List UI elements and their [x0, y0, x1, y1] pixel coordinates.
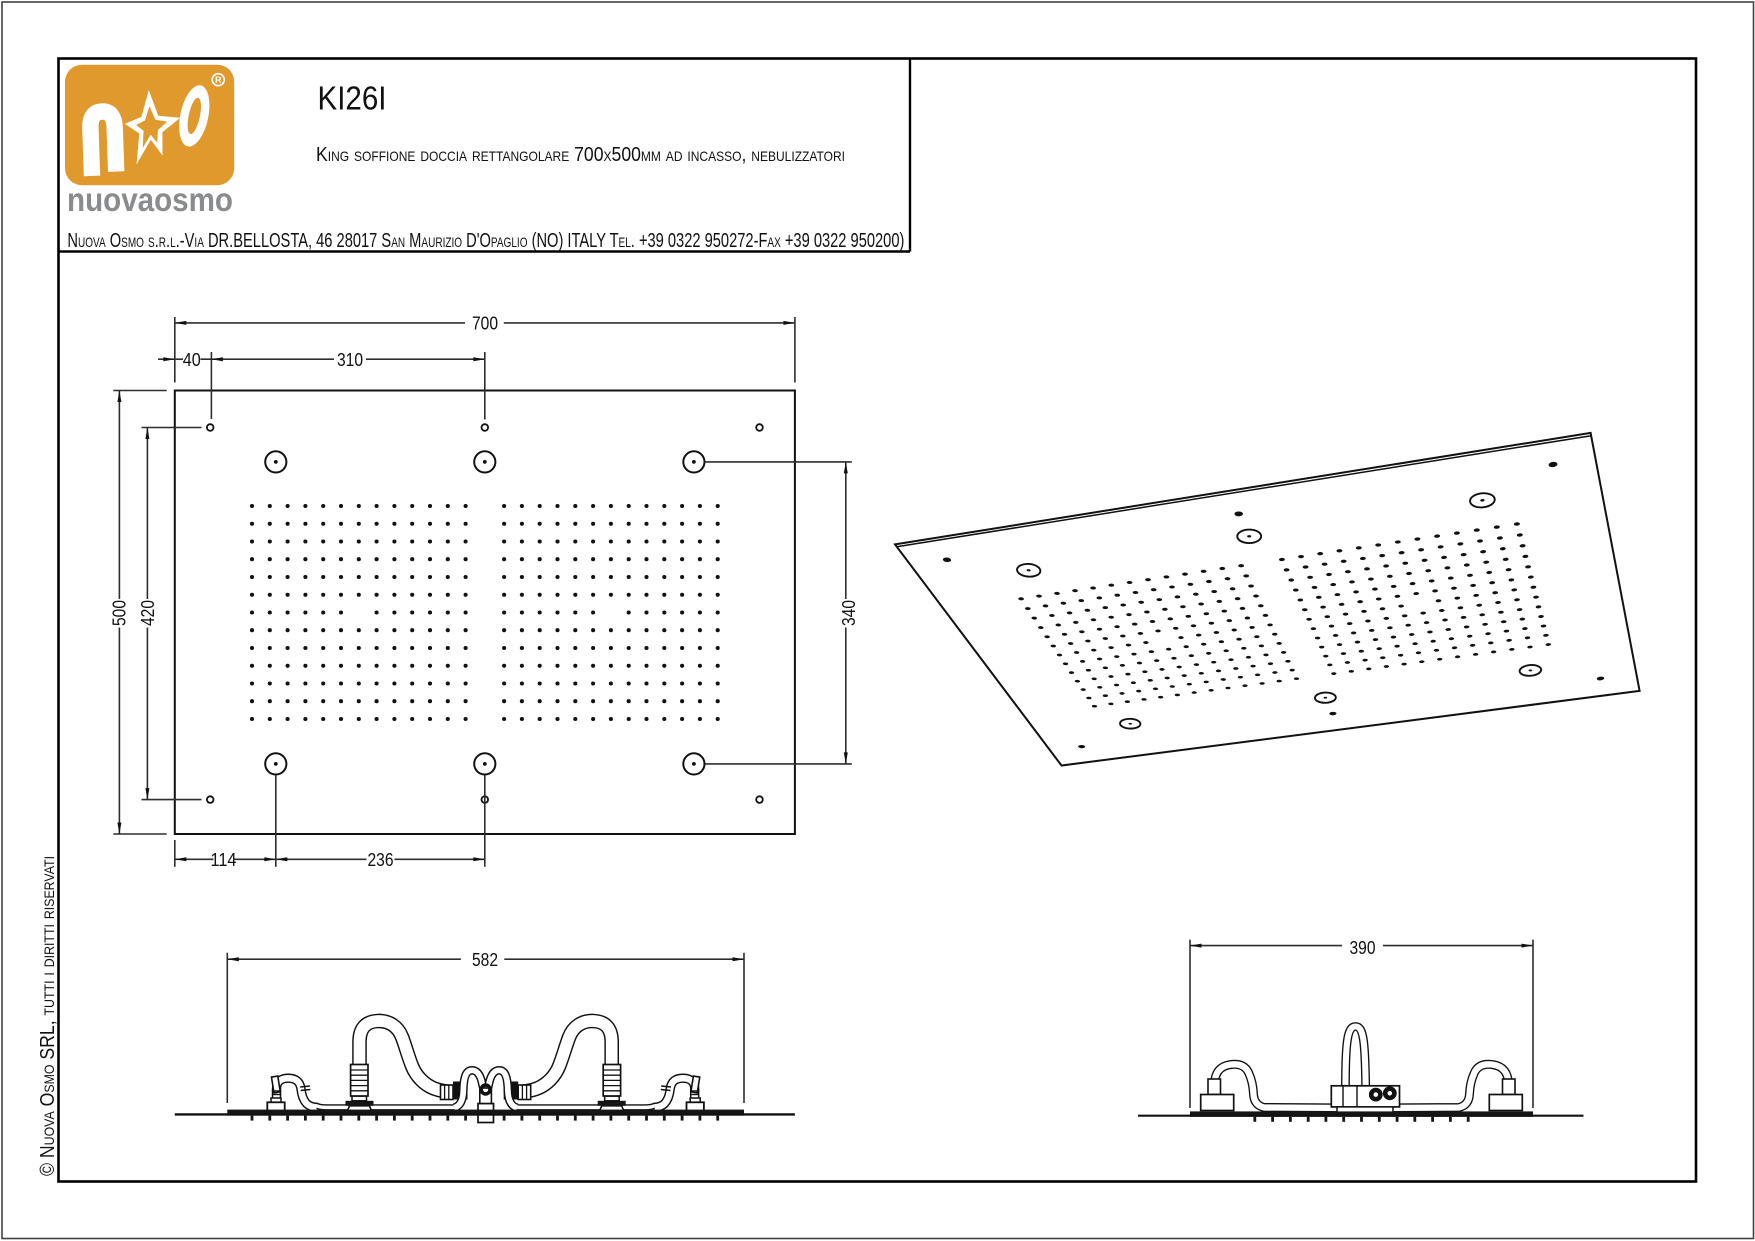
svg-text:KI26I: KI26I: [318, 80, 387, 117]
svg-text:582: 582: [472, 949, 498, 970]
svg-text:390: 390: [1350, 937, 1376, 958]
svg-text:340: 340: [838, 600, 859, 626]
svg-text:700: 700: [472, 313, 498, 334]
svg-text:114: 114: [211, 849, 237, 870]
svg-text:236: 236: [368, 849, 394, 870]
svg-text:500: 500: [108, 600, 129, 626]
svg-text:420: 420: [137, 600, 158, 626]
svg-text:nuovaosmo: nuovaosmo: [67, 181, 233, 218]
svg-text:© Nuova Osmo SRL, tutti i diri: © Nuova Osmo SRL, tutti i diritti riserv…: [37, 856, 59, 1176]
svg-text:R: R: [215, 75, 222, 85]
svg-text:310: 310: [337, 349, 363, 370]
svg-text:Nuova Osmo s.r.l.-Via DR.BELLO: Nuova Osmo s.r.l.-Via DR.BELLOSTA, 46 28…: [67, 229, 904, 252]
svg-text:King soffione doccia rettangol: King soffione doccia rettangolare 700x50…: [316, 143, 845, 166]
svg-text:40: 40: [183, 349, 201, 370]
